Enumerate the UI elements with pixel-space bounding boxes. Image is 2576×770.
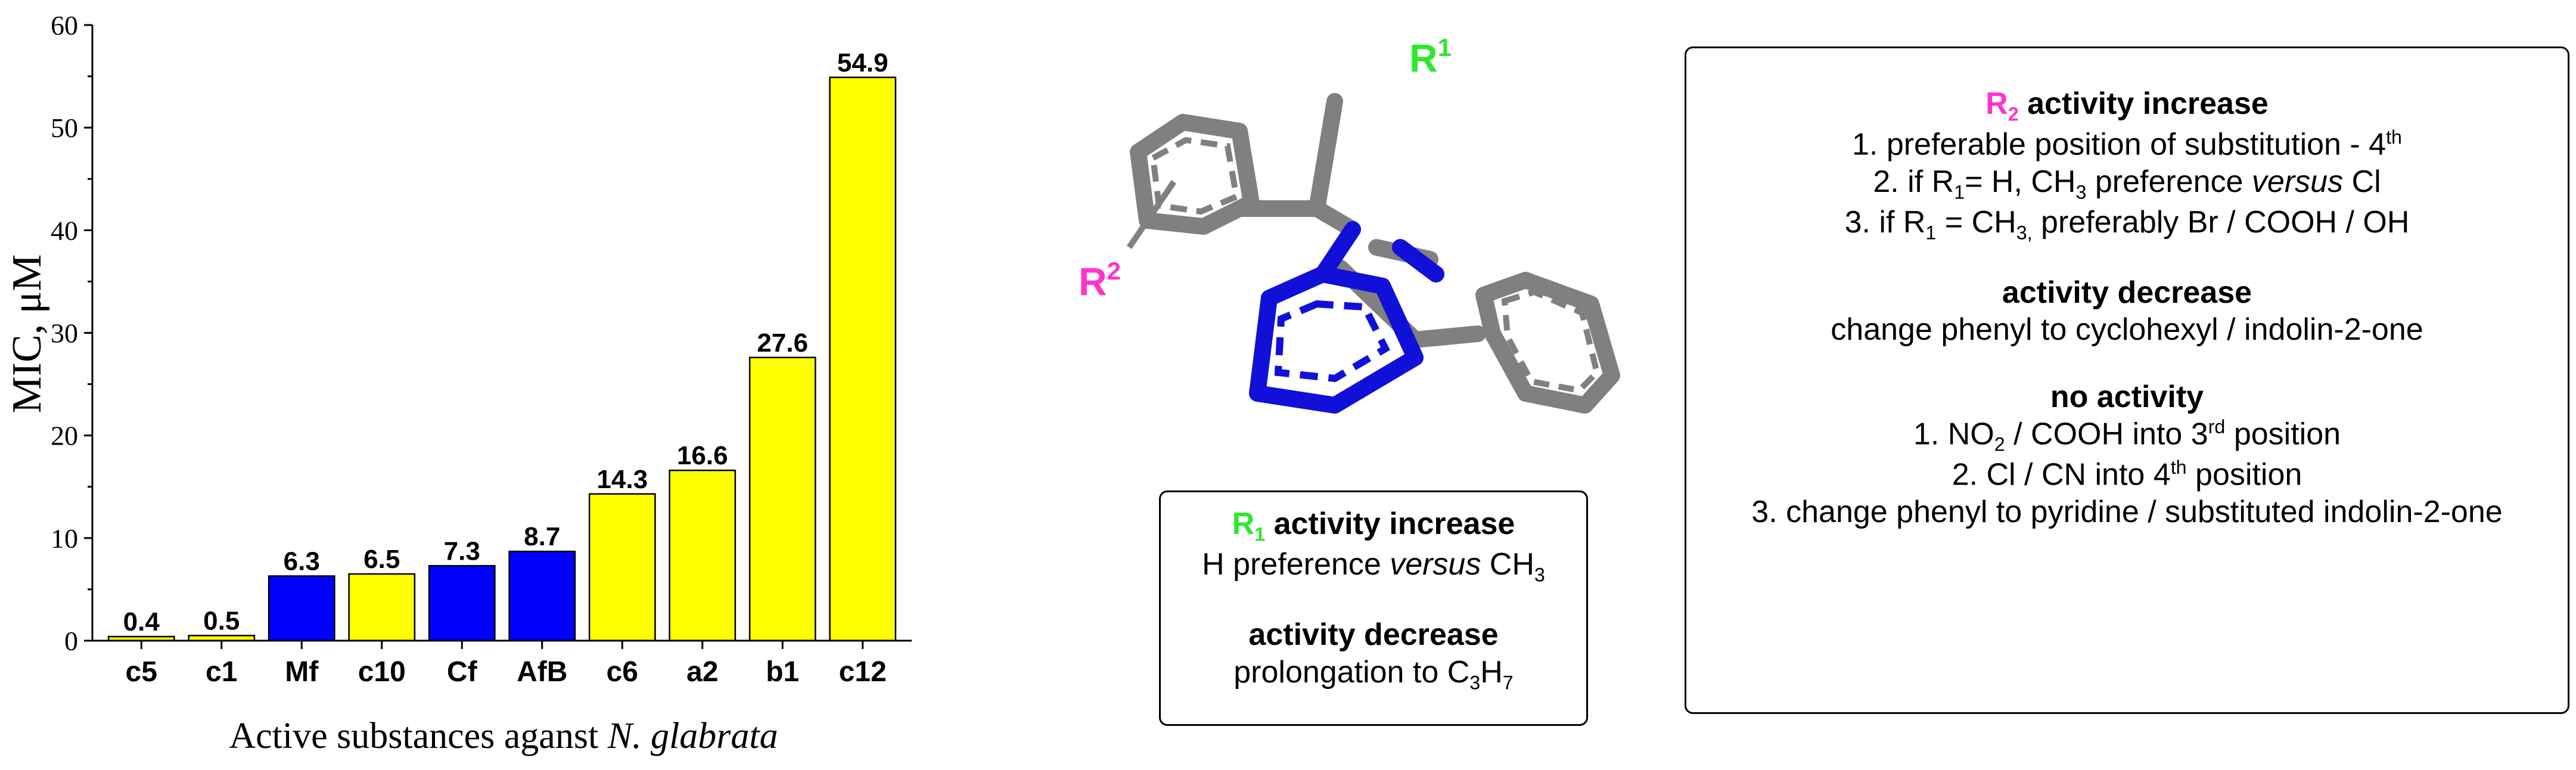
r2-no-activity-heading: no activity xyxy=(2050,379,2204,414)
nitrogen-bonds xyxy=(1249,221,1444,414)
value-label-a2: 16.6 xyxy=(677,441,728,470)
y-tick-label: 60 xyxy=(51,10,78,41)
r2-activity-decrease-heading: activity decrease xyxy=(2002,275,2252,310)
aromatic-dash-right xyxy=(1501,288,1601,394)
value-label-Mf: 6.3 xyxy=(284,547,320,576)
r2-no-activity-item-2: 2. Cl / CN into 4th position xyxy=(1952,457,2302,492)
r2-pointer-line xyxy=(1126,180,1177,249)
bar-AfB xyxy=(508,550,576,642)
r2-decrease-item: change phenyl to cyclohexyl / indolin-2-… xyxy=(1831,312,2423,347)
x-tick-label-Cf: Cf xyxy=(447,656,478,688)
r2-increase-item-1: 1. preferable position of substitution -… xyxy=(1852,126,2402,162)
x-tick-label-c12: c12 xyxy=(839,656,887,688)
value-label-c1: 0.5 xyxy=(203,606,240,635)
r2-increase-item-3: 3. if R1 = CH3, preferably Br / COOH / O… xyxy=(1844,204,2410,244)
x-axis-label: Active substances aganst N. glabrata xyxy=(229,716,778,756)
molecule-structure: R1 R2 xyxy=(1079,33,1620,414)
bar-Mf xyxy=(268,575,335,642)
r2-label: R2 xyxy=(1079,257,1121,303)
r1-decrease-detail: prolongation to C3H7 xyxy=(1233,654,1514,693)
x-tick-label-Mf: Mf xyxy=(285,656,319,688)
r1-sar-box: R1 activity increase H preference versus… xyxy=(1159,490,1588,726)
r1-label: R1 xyxy=(1409,33,1452,80)
carbon-bonds xyxy=(1130,93,1620,414)
value-label-Cf: 7.3 xyxy=(444,536,480,566)
bars xyxy=(107,76,897,642)
r2-sar-box: R2 activity increase 1. preferable posit… xyxy=(1685,46,2569,714)
y-tick-label: 30 xyxy=(51,318,78,349)
y-tick-label: 0 xyxy=(64,626,78,656)
x-tick-label-c10: c10 xyxy=(358,656,406,688)
y-tick-label: 10 xyxy=(51,523,78,554)
r1-increase-detail: H preference versus CH3 xyxy=(1202,547,1545,586)
bar-chart: 0 10 20 30 40 50 60 0.4 0.5 6.3 6.5 7.3 8.7 14.3 16.6… xyxy=(4,10,912,756)
bar-c10 xyxy=(348,573,416,642)
r2-no-activity-item-3: 3. change phenyl to pyridine / substitut… xyxy=(1751,495,2503,530)
value-label-c5: 0.4 xyxy=(123,607,160,637)
bar-a2 xyxy=(669,469,737,642)
bar-Cf xyxy=(428,565,496,642)
r1-activity-increase-heading: R1 activity increase xyxy=(1232,507,1515,545)
x-tick-label-a2: a2 xyxy=(686,656,718,688)
value-label-AfB: 8.7 xyxy=(524,522,560,551)
y-tick-label: 20 xyxy=(51,421,78,451)
x-tick-label-c1: c1 xyxy=(206,656,237,688)
x-tick-label-AfB: AfB xyxy=(517,656,567,688)
y-axis-label: MIC, μM xyxy=(4,254,50,413)
x-tick-label-c5: c5 xyxy=(126,656,157,688)
bar-b1 xyxy=(748,356,816,642)
value-label-c12: 54.9 xyxy=(837,48,888,77)
r2-increase-item-2: 2. if R1= H, CH3 preference versus Cl xyxy=(1873,164,2381,203)
r1-activity-decrease-heading: activity decrease xyxy=(1248,617,1499,653)
x-tick-label-c6: c6 xyxy=(607,656,638,688)
y-tick-label: 40 xyxy=(51,215,78,246)
r2-activity-increase-heading: R2 activity increase xyxy=(1985,86,2269,125)
value-label-c6: 14.3 xyxy=(596,465,648,494)
bar-c12 xyxy=(829,76,897,642)
y-axis-ticks: 0 10 20 30 40 50 60 xyxy=(51,10,92,656)
bar-c6 xyxy=(588,493,656,642)
x-tick-label-b1: b1 xyxy=(766,656,799,688)
value-label-b1: 27.6 xyxy=(757,328,808,358)
value-label-c10: 6.5 xyxy=(363,545,400,574)
aromatic-dash-left xyxy=(1149,136,1240,215)
aromatic-dash-imidazole xyxy=(1274,300,1390,383)
x-axis-ticks: c5 c1 Mf c10 Cf AfB c6 a2 b1 c12 xyxy=(126,641,887,688)
value-labels: 0.4 0.5 6.3 6.5 7.3 8.7 14.3 16.6 27.6 54.9 xyxy=(123,48,888,637)
y-tick-label: 50 xyxy=(51,113,78,143)
r2-no-activity-item-1: 1. NO2 / COOH into 3rd position xyxy=(1913,416,2341,455)
